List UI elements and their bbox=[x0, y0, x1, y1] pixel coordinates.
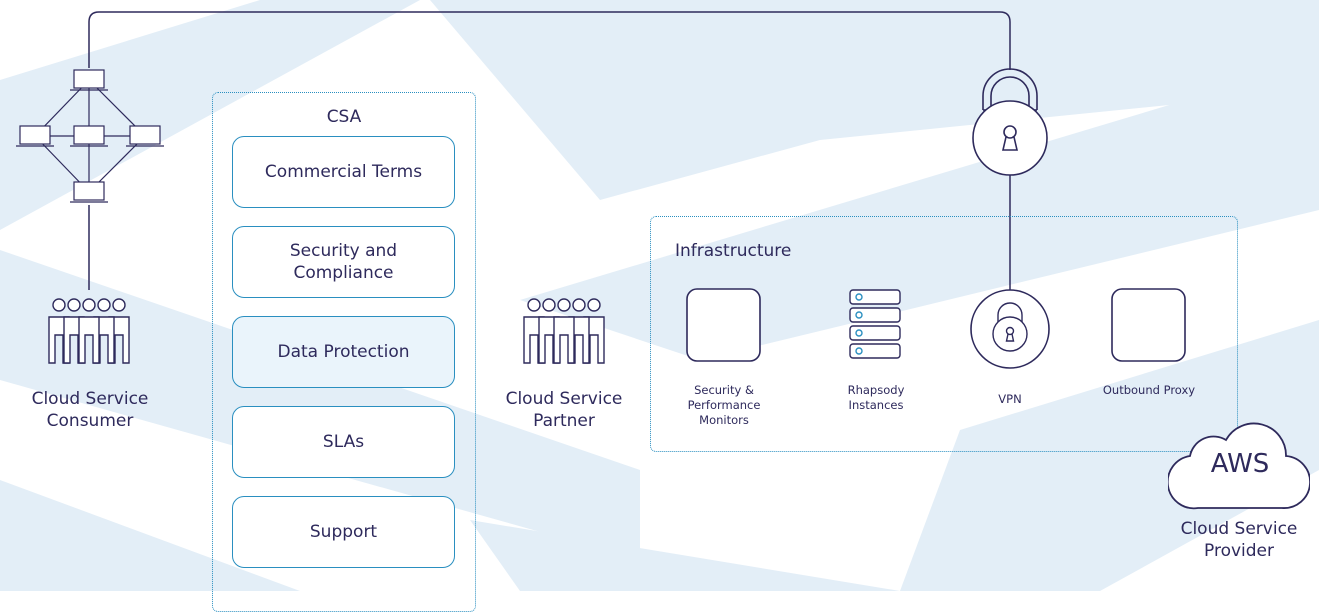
people-group-icon bbox=[48, 298, 130, 364]
proxy-square-icon bbox=[1111, 288, 1186, 362]
csa-item-data-protection: Data Protection bbox=[232, 316, 455, 388]
monitor-square-icon bbox=[686, 288, 761, 362]
csa-title: CSA bbox=[326, 107, 362, 127]
csa-item-support: Support bbox=[232, 496, 455, 568]
connection-lines bbox=[88, 11, 1011, 292]
consumer-label: Cloud Service Consumer bbox=[31, 389, 149, 431]
partner-label: Cloud Service Partner bbox=[505, 389, 623, 431]
background-bands bbox=[0, 0, 1319, 591]
infra-item-label: Rhapsody Instances bbox=[847, 383, 905, 412]
vpn-lock-icon bbox=[970, 289, 1050, 369]
server-stack-icon bbox=[849, 289, 901, 359]
csa-item-security-compliance: Security and Compliance bbox=[232, 226, 455, 298]
provider-label: Cloud Service Provider bbox=[1180, 519, 1298, 561]
people-group-icon bbox=[523, 298, 605, 364]
csa-item-commercial-terms: Commercial Terms bbox=[232, 136, 455, 208]
csa-item-slas: SLAs bbox=[232, 406, 455, 478]
padlock-icon bbox=[972, 68, 1048, 176]
infrastructure-title: Infrastructure bbox=[675, 241, 792, 261]
aws-cloud-text: AWS bbox=[1210, 449, 1270, 479]
network-icon bbox=[16, 69, 164, 203]
infra-item-label: VPN bbox=[998, 392, 1022, 406]
cloud-icon bbox=[1168, 422, 1310, 510]
infrastructure-container bbox=[650, 216, 1238, 452]
infra-item-label: Outbound Proxy bbox=[1102, 383, 1196, 397]
infra-item-label: Security & Performance Monitors bbox=[687, 383, 761, 427]
